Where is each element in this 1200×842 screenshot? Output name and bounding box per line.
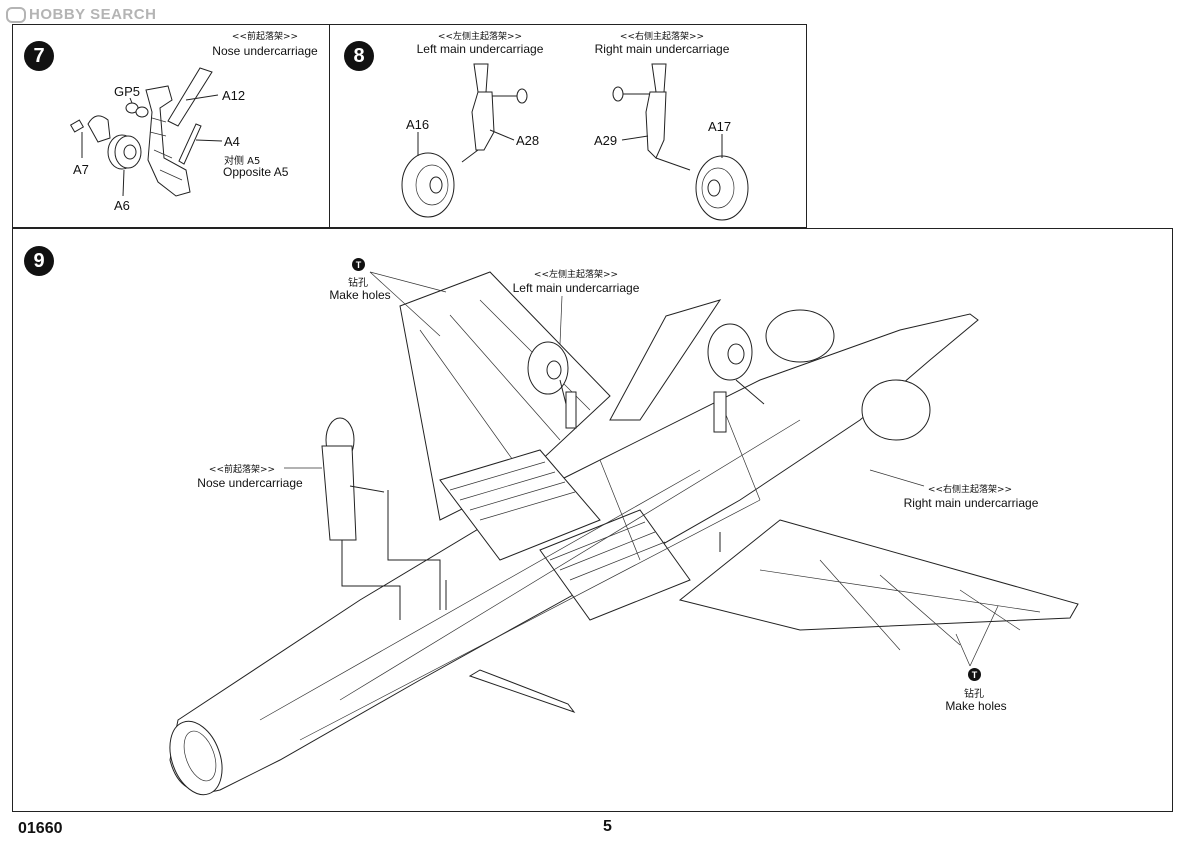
part-a6: A6	[114, 198, 130, 213]
hobbysearch-watermark: HOBBY SEARCH	[6, 6, 156, 23]
part-a7: A7	[73, 162, 89, 177]
make-holes-cn-2: 钻孔	[964, 689, 984, 700]
step8-right-title-cn: <<右侧主起落架>>	[619, 32, 705, 42]
step9-left-title-cn: <<左侧主起落架>>	[533, 270, 619, 280]
step-7-number: 7	[24, 41, 54, 71]
step9-panel	[12, 228, 1173, 812]
part-a12: A12	[222, 88, 246, 103]
step-8-number: 8	[344, 41, 374, 71]
nose-gear-exploded-drawing	[69, 67, 223, 197]
step7-title-cn: <<前起落架>>	[231, 32, 299, 42]
page-number: 5	[603, 818, 612, 835]
step-9-number: 9	[24, 246, 54, 276]
part-a28: A28	[516, 133, 540, 148]
right-main-gear-drawing	[612, 63, 749, 221]
make-holes-en-2: Make holes	[945, 699, 1007, 713]
step9-right-title-cn: <<右侧主起落架>>	[927, 485, 1013, 495]
step9-right-title-en: Right main undercarriage	[903, 496, 1039, 510]
drill-hole-icon: T	[352, 258, 365, 271]
step9-nose-title-cn: <<前起落架>>	[208, 465, 276, 475]
step8-right-title-en: Right main undercarriage	[594, 42, 730, 56]
step8-left-title-en: Left main undercarriage	[416, 42, 544, 56]
step8-left-title-cn: <<左侧主起落架>>	[437, 32, 523, 42]
hobbysearch-logo-icon	[6, 6, 26, 23]
part-opposite-a5-en: Opposite A5	[223, 165, 289, 179]
part-a29: A29	[594, 133, 618, 148]
part-a17: A17	[708, 119, 732, 134]
part-gp5: GP5	[114, 84, 141, 99]
make-holes-cn-1: 钻孔	[348, 278, 368, 289]
kit-number: 01660	[18, 820, 63, 837]
part-a4: A4	[224, 134, 240, 149]
drill-hole-icon-2: T	[968, 668, 981, 681]
part-a16: A16	[406, 117, 430, 132]
step9-left-title-en: Left main undercarriage	[512, 281, 640, 295]
step7-title-en: Nose undercarriage	[212, 44, 318, 58]
step9-nose-title-en: Nose undercarriage	[197, 476, 303, 490]
watermark-text: HOBBY SEARCH	[29, 6, 157, 23]
step8-panel	[329, 24, 807, 228]
make-holes-en-1: Make holes	[329, 288, 391, 302]
part-opposite-a5-cn: 对侧 A5	[224, 156, 261, 167]
left-main-gear-drawing	[401, 63, 528, 218]
aircraft-underside-drawing	[169, 271, 1079, 796]
